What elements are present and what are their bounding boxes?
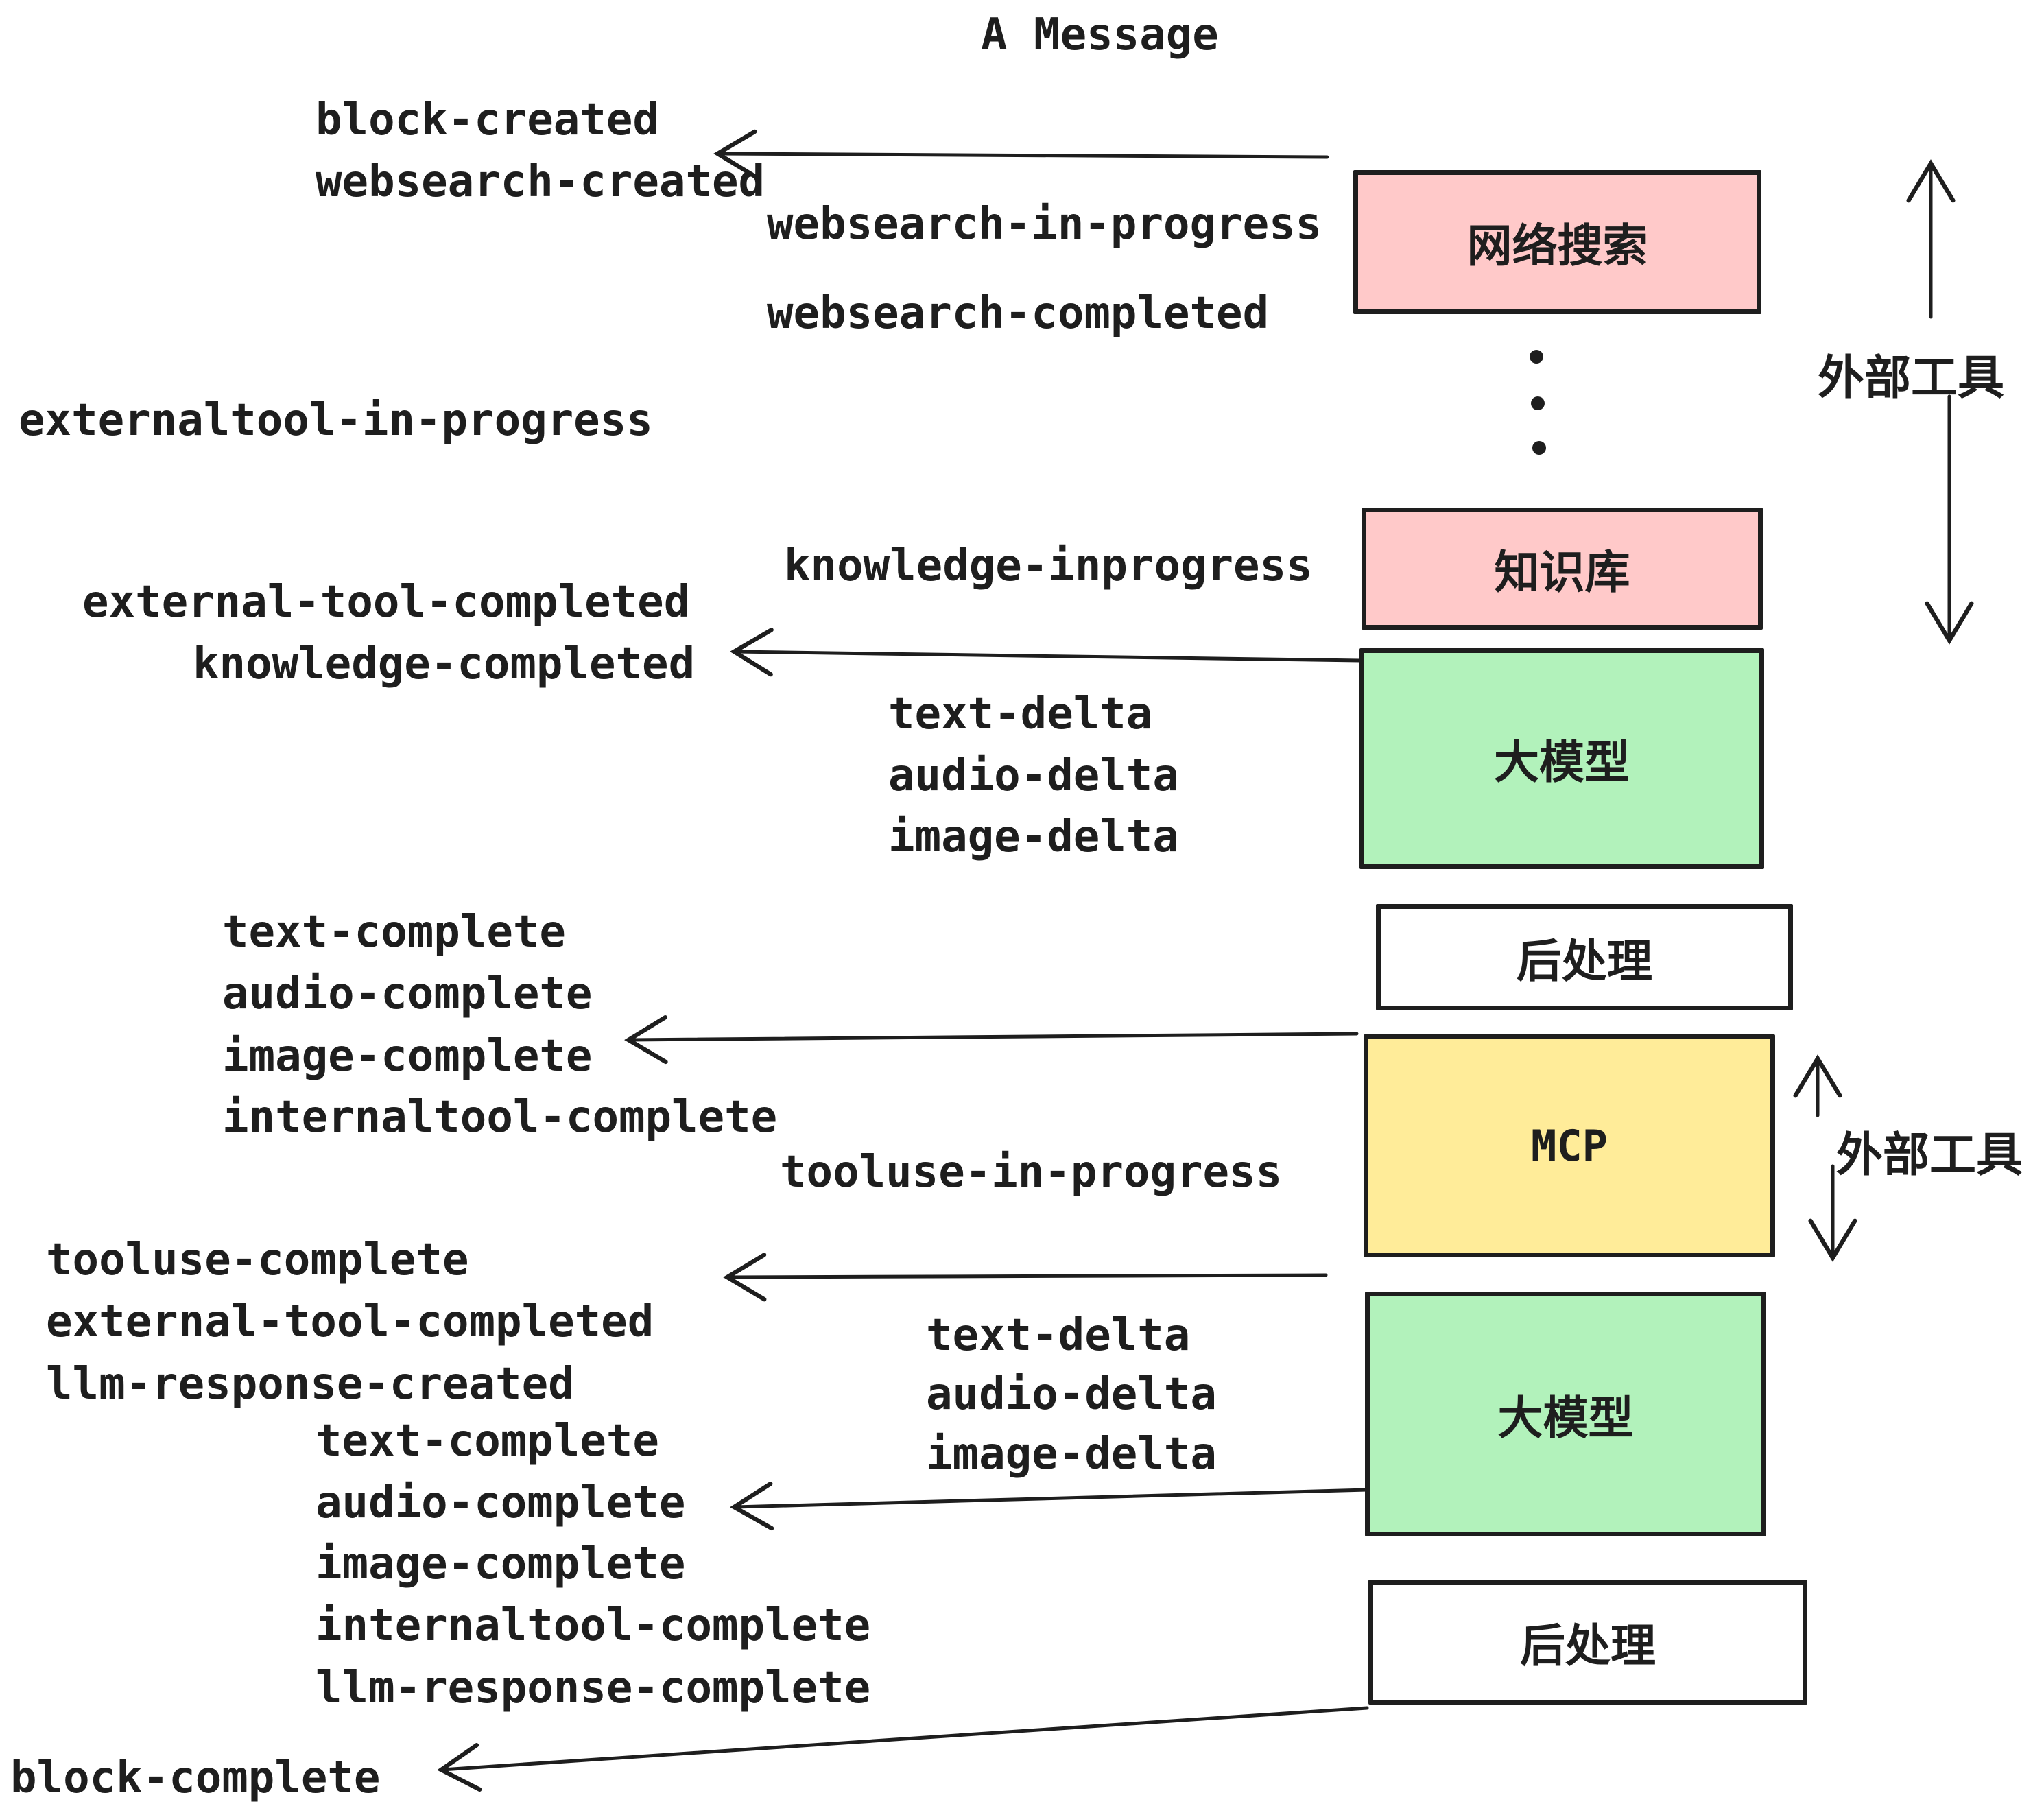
event-label-text-delta-2: text-delta <box>926 1310 1191 1361</box>
event-label-llm-response-created: llm-response-created <box>46 1359 575 1410</box>
stage-box-mcp-label: MCP <box>1531 1121 1608 1171</box>
page-title: A Message <box>981 10 1219 60</box>
arrow-mcp-to-tooluse-complete <box>723 1253 1328 1302</box>
stage-box-post-process-1-label: 后处理 <box>1517 934 1652 988</box>
event-label-tooluse-complete: tooluse-complete <box>46 1235 469 1285</box>
side-label-external-tools-1: 外部工具 <box>1818 351 2005 405</box>
stage-box-websearch: 网络搜索 <box>1353 170 1761 314</box>
event-label-knowledge-completed: knowledge-completed <box>193 639 696 689</box>
stage-box-llm-1: 大模型 <box>1359 648 1764 869</box>
event-label-external-tool-completed-2: external-tool-completed <box>46 1296 654 1347</box>
event-label-text-complete-2: text-complete <box>316 1416 659 1467</box>
event-label-external-tool-completed: external-tool-completed <box>82 577 691 628</box>
arrow-llm1-to-knowledge-completed <box>730 628 1362 677</box>
event-label-audio-delta-2: audio-delta <box>926 1369 1217 1420</box>
stage-box-knowledge-label: 知识库 <box>1494 546 1630 599</box>
stage-box-post-process-2: 后处理 <box>1368 1580 1807 1705</box>
stage-box-mcp: MCP <box>1364 1034 1775 1257</box>
event-label-knowledge-inprogress: knowledge-inprogress <box>784 541 1313 591</box>
event-label-internaltool-complete-2: internaltool-complete <box>316 1600 871 1651</box>
event-label-image-delta-2: image-delta <box>926 1429 1217 1480</box>
stage-box-websearch-label: 网络搜索 <box>1466 219 1648 272</box>
arrow-post2-to-block-complete <box>437 1706 1369 1792</box>
event-label-block-created: block-created <box>316 95 659 145</box>
event-label-image-delta: image-delta <box>888 811 1179 862</box>
event-label-audio-delta: audio-delta <box>888 750 1179 801</box>
event-label-text-complete: text-complete <box>222 907 566 958</box>
event-label-image-complete: image-complete <box>222 1031 593 1082</box>
event-label-audio-complete-2: audio-complete <box>316 1477 686 1528</box>
arrow-websearch-to-block-created <box>713 129 1329 178</box>
event-label-block-complete: block-complete <box>10 1753 381 1803</box>
event-label-internaltool-complete: internaltool-complete <box>222 1092 778 1143</box>
event-label-tooluse-in-progress: tooluse-in-progress <box>780 1147 1283 1198</box>
side-label-external-tools-2: 外部工具 <box>1836 1128 2023 1183</box>
event-label-websearch-completed: websearch-completed <box>767 288 1270 339</box>
ellipsis-dot <box>1532 441 1546 455</box>
stage-box-knowledge: 知识库 <box>1362 508 1763 630</box>
event-label-image-complete-2: image-complete <box>316 1539 686 1589</box>
event-label-websearch-in-progress: websearch-in-progress <box>767 199 1322 250</box>
ellipsis-dot <box>1531 396 1545 410</box>
ellipsis-dot <box>1530 350 1543 364</box>
stage-box-post-process-1: 后处理 <box>1376 904 1793 1010</box>
stage-box-post-process-2-label: 后处理 <box>1520 1619 1656 1672</box>
event-label-llm-response-complete: llm-response-complete <box>316 1663 871 1713</box>
event-label-text-delta: text-delta <box>888 689 1153 739</box>
event-label-audio-complete: audio-complete <box>222 969 593 1019</box>
stage-box-llm-2-label: 大模型 <box>1497 1391 1634 1445</box>
event-label-websearch-created: websearch-created <box>316 156 765 207</box>
arrow-llm2-to-audio-complete <box>730 1482 1369 1531</box>
arrow-mcp-to-image-complete <box>624 1015 1359 1065</box>
stage-box-llm-2: 大模型 <box>1365 1292 1766 1536</box>
event-label-externaltool-in-progress: externaltool-in-progress <box>19 395 653 446</box>
stage-box-llm-1-label: 大模型 <box>1494 736 1630 789</box>
